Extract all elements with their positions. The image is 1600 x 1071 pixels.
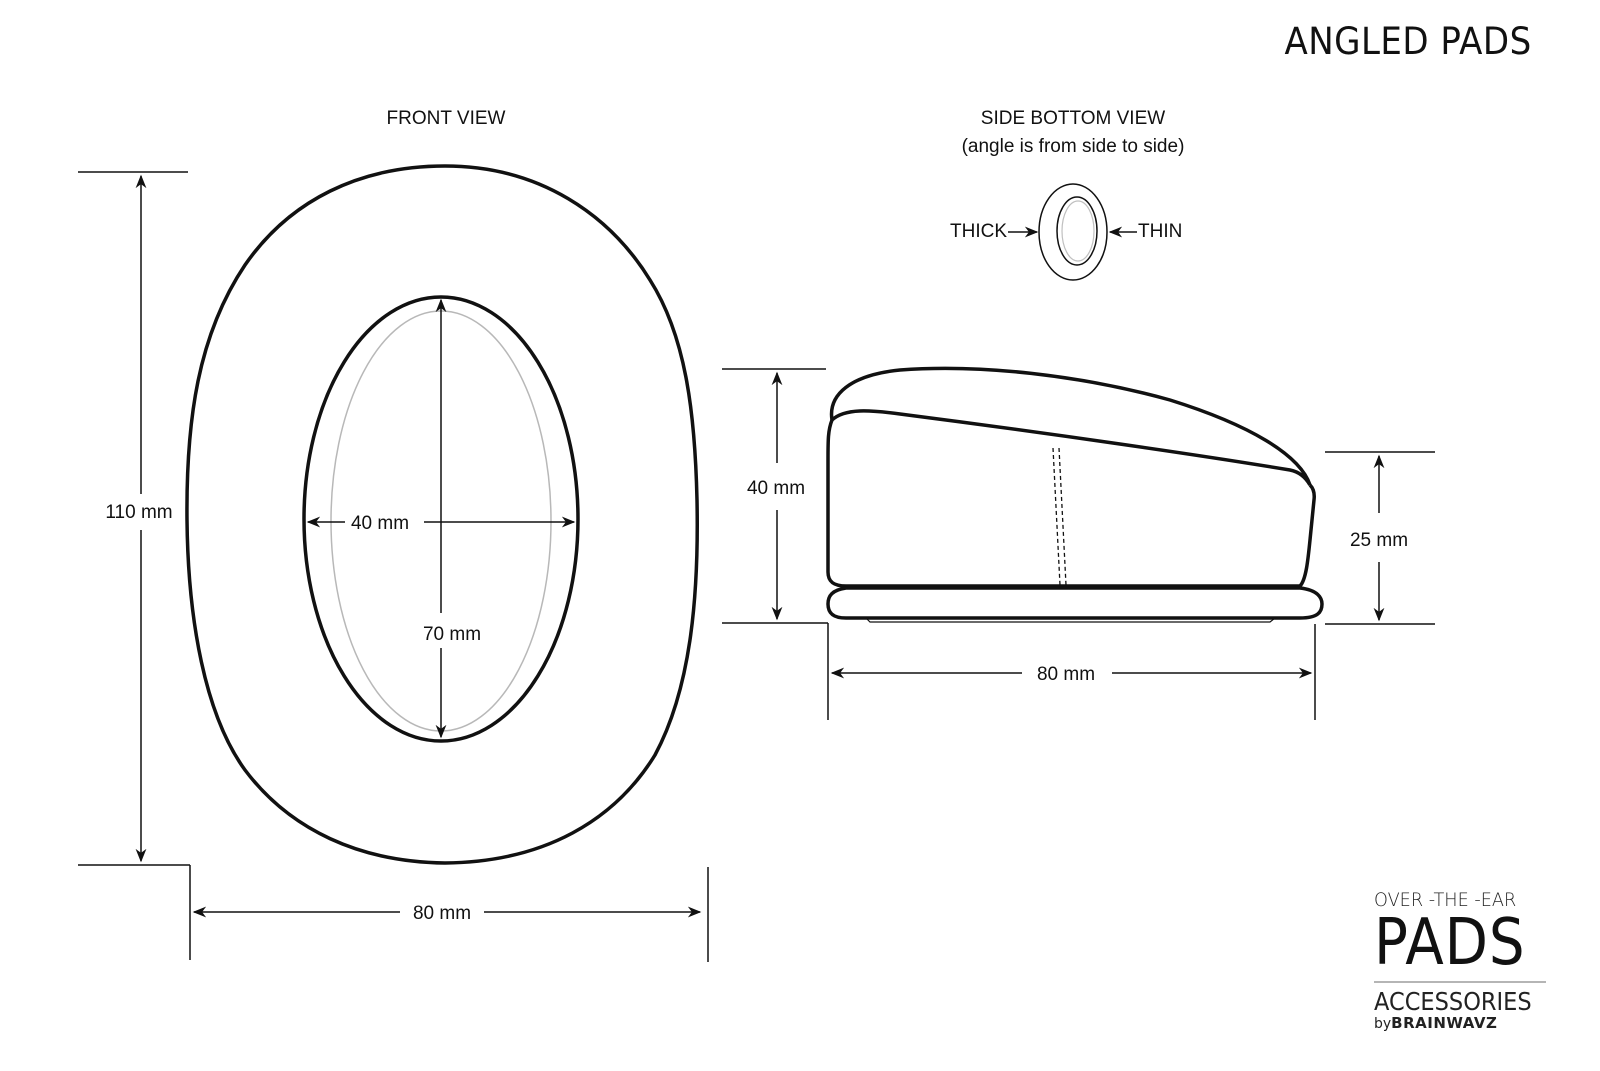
brand-product: PADS — [1374, 906, 1526, 980]
brand-by-prefix: by — [1374, 1016, 1392, 1032]
thick-label: THICK — [950, 221, 1007, 242]
side-view-subheading: (angle is from side to side) — [962, 136, 1185, 157]
brand-maker-name: BRAINWAVZ — [1391, 1014, 1498, 1032]
thick-height-label: 40 mm — [747, 478, 805, 499]
stitch-line — [1052, 447, 1061, 586]
inner-opening-outline — [302, 295, 580, 743]
length-label: 80 mm — [1037, 664, 1095, 685]
front-view: FRONT VIEW 110 mm 80 mm 40 mm 70 mm — [78, 108, 709, 962]
outer-height-label: 110 mm — [105, 502, 172, 523]
side-bottom-view: SIDE BOTTOM VIEW (angle is from side to … — [722, 108, 1435, 720]
brand-tagline: OVER -THE -EAR — [1374, 889, 1517, 911]
pad-base-ring-outline — [826, 586, 1324, 620]
mini-pad-inner — [1056, 196, 1098, 266]
brand-logo: OVER -THE -EAR PADS ACCESSORIES byBRAINW… — [1374, 889, 1546, 1032]
pad-body-outline — [826, 419, 1316, 588]
mini-pad-outer — [1038, 183, 1108, 281]
brand-category: ACCESSORIES — [1374, 987, 1532, 1016]
inner-width-label: 40 mm — [351, 513, 409, 534]
brand-maker: byBRAINWAVZ — [1374, 1014, 1546, 1032]
pad-top-cushion-outline — [829, 366, 1312, 486]
outer-pad-outline — [185, 164, 699, 865]
stitch-line — [1058, 447, 1067, 586]
outer-width-label: 80 mm — [413, 903, 471, 924]
front-view-heading: FRONT VIEW — [387, 108, 506, 129]
thin-height-label: 25 mm — [1350, 530, 1408, 551]
thin-label: THIN — [1138, 221, 1182, 242]
page-title: ANGLED PADS — [1284, 20, 1532, 63]
brand-divider — [1374, 981, 1546, 983]
inner-height-label: 70 mm — [423, 624, 481, 645]
side-view-heading: SIDE BOTTOM VIEW — [981, 108, 1165, 129]
